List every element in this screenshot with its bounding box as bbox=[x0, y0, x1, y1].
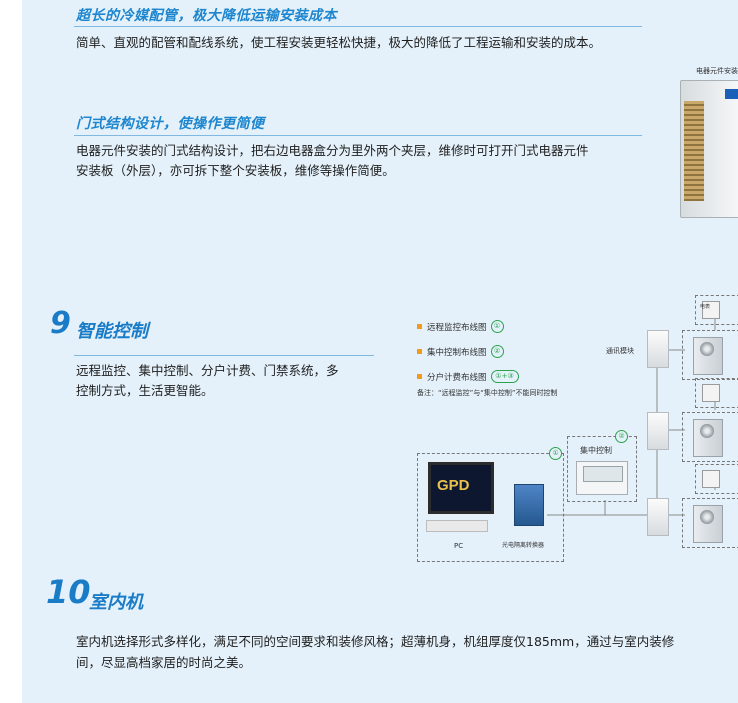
central-control-box: 集中控制 bbox=[567, 436, 637, 502]
control-screen bbox=[583, 466, 623, 482]
outdoor-unit-grille bbox=[684, 101, 704, 201]
legend-central: 集中控制布线图 ② bbox=[417, 345, 504, 358]
smart-title-rule bbox=[74, 355, 374, 356]
smart-section-line-1: 远程监控、集中控制、分户计费、门禁系统，多 bbox=[76, 363, 339, 378]
product-caption: 电器元件安装 bbox=[696, 67, 738, 75]
pipe-section-title: 超长的冷媒配管，极大降低运输安装成本 bbox=[76, 8, 337, 24]
outdoor-group-1 bbox=[682, 330, 738, 380]
comm-module-label: 通讯模块 bbox=[606, 347, 634, 355]
outdoor-unit-photo bbox=[680, 80, 738, 218]
indoor-section-line-1: 室内机选择形式多样化，满足不同的空间要求和装修风格；超薄机身，机组厚度仅185m… bbox=[76, 634, 675, 649]
outdoor-group-2 bbox=[682, 412, 738, 462]
control-wiring-diagram: 远程监控布线图 ① 集中控制布线图 ② 分户计费布线图 ①+③ 备注：“远程监控… bbox=[395, 290, 738, 565]
remote-monitor-box: GPD PC 光电隔离转换器 bbox=[417, 453, 564, 562]
indoor-section-title: 室内机 bbox=[89, 592, 143, 613]
converter-icon bbox=[514, 484, 544, 526]
meter-group-3 bbox=[695, 464, 738, 494]
brand-badge bbox=[725, 89, 738, 99]
door-section-line-1: 电器元件安装的门式结构设计，把右边电器盒分为里外两个夹层，维修时可打开门式电器元… bbox=[76, 143, 589, 158]
pipe-title-rule bbox=[74, 26, 642, 27]
indoor-section-number: 10 bbox=[46, 573, 91, 611]
brochure-page: 超长的冷媒配管，极大降低运输安装成本 简单、直观的配管和配线系统，使工程安装更轻… bbox=[22, 0, 738, 703]
pc-label: PC bbox=[454, 542, 464, 550]
outdoor-unit-icon bbox=[693, 337, 723, 375]
comm-module-2 bbox=[647, 412, 669, 450]
fan-icon bbox=[700, 510, 714, 524]
outdoor-group-3 bbox=[682, 498, 738, 548]
comm-module-1 bbox=[647, 330, 669, 368]
pc-monitor: GPD bbox=[428, 462, 494, 514]
legend-central-marker: ② bbox=[490, 345, 504, 358]
legend-remote-label: 远程监控布线图 bbox=[427, 322, 487, 333]
meter-group-1: 电表 bbox=[695, 295, 738, 325]
indoor-section-line-2: 间，尽显高档家居的时尚之美。 bbox=[76, 655, 252, 670]
outdoor-unit-icon bbox=[693, 505, 723, 543]
comm-module-3 bbox=[647, 498, 669, 536]
legend-billing-label: 分户计费布线图 bbox=[427, 372, 487, 383]
pipe-section-text: 简单、直观的配管和配线系统，使工程安装更轻松快捷，极大的降低了工程运输和安装的成… bbox=[76, 35, 602, 50]
converter-label: 光电隔离转换器 bbox=[502, 542, 545, 549]
smart-section-line-2: 控制方式，生活更智能。 bbox=[76, 383, 214, 398]
legend-remote-marker: ① bbox=[490, 320, 504, 333]
meter-icon bbox=[702, 470, 720, 488]
legend-square-icon bbox=[417, 324, 422, 329]
legend-billing: 分户计费布线图 ①+③ bbox=[417, 370, 519, 383]
legend-remote: 远程监控布线图 ① bbox=[417, 320, 504, 333]
meter-icon bbox=[702, 384, 720, 402]
meter-label: 电表 bbox=[700, 304, 711, 310]
smart-section-title: 智能控制 bbox=[76, 321, 148, 342]
meter-group-2 bbox=[695, 378, 738, 408]
control-panel-icon bbox=[576, 461, 628, 495]
legend-central-label: 集中控制布线图 bbox=[427, 347, 487, 358]
legend-billing-marker: ①+③ bbox=[490, 370, 519, 383]
legend-square-icon bbox=[417, 374, 422, 379]
door-title-rule bbox=[74, 135, 642, 136]
legend-square-icon bbox=[417, 349, 422, 354]
outdoor-unit-icon bbox=[693, 419, 723, 457]
fan-icon bbox=[700, 424, 714, 438]
keyboard-icon bbox=[426, 520, 488, 532]
marker-1: ① bbox=[549, 447, 562, 460]
marker-2: ② bbox=[615, 430, 628, 443]
diagram-note: 备注：“远程监控”与“集中控制”不能同时控制 bbox=[417, 389, 558, 397]
meter-icon bbox=[702, 301, 720, 319]
left-margin-strip bbox=[0, 0, 22, 703]
pc-screen-logo: GPD bbox=[437, 477, 470, 494]
central-control-label: 集中控制 bbox=[580, 446, 612, 455]
door-section-title: 门式结构设计，使操作更简便 bbox=[76, 116, 265, 132]
door-section-line-2: 安装板（外层），亦可拆下整个安装板，维修等操作简便。 bbox=[76, 163, 395, 178]
smart-section-number: 9 bbox=[50, 306, 71, 341]
fan-icon bbox=[700, 342, 714, 356]
